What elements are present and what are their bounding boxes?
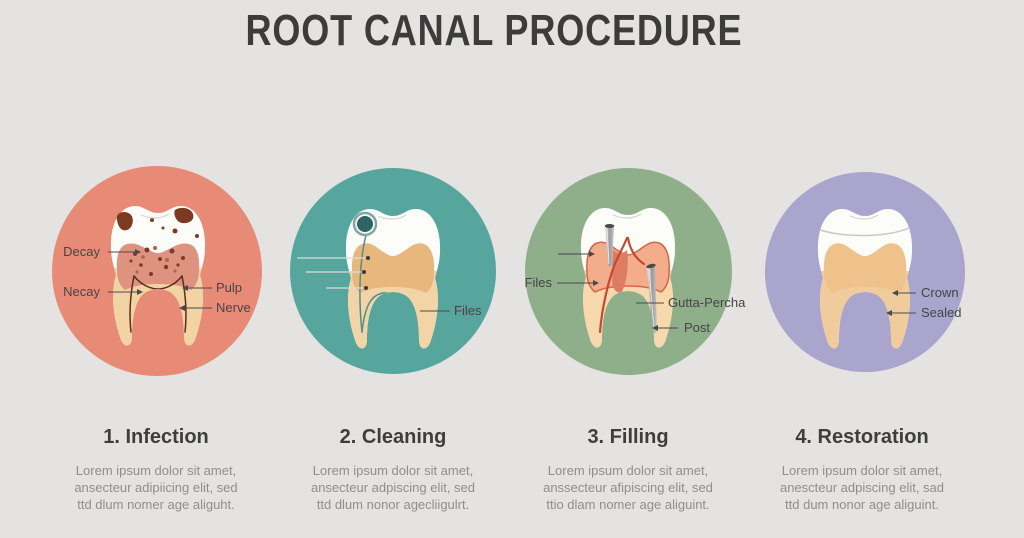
filling-tooth-illustration: [580, 208, 676, 348]
description-line: Lorem ipsum dolor sit amet,: [312, 463, 474, 478]
label-pulp: Pulp: [216, 280, 243, 295]
cleaning-tooth-illustration: [345, 209, 441, 349]
step-heading-restoration: 4. Restoration: [795, 426, 929, 448]
restored-tooth-illustration: [817, 209, 913, 349]
description-line: ttio dlam nomer age aliguint.: [546, 497, 710, 512]
description-line: Lorem ipsum dolor sit amet,: [781, 463, 943, 478]
description-line: ttd dlum nomer age aliguht.: [77, 497, 235, 512]
infected-tooth-illustration: [110, 206, 206, 346]
description-line: ansecteur adpiscing elit, sed: [310, 480, 476, 495]
description-line: anescteur adpiscing elit, sad: [779, 480, 945, 495]
label-gutta-percha: Gutta-Percha: [668, 295, 746, 310]
description-line: Lorem ipsum dolor sit amet,: [75, 463, 237, 478]
description-line: Lorem ipsum dolor sit amet,: [547, 463, 709, 478]
description-line: ttd dum nonor age aliguint.: [785, 497, 939, 512]
description-line: ansecteur adipiicing elit, sed: [74, 480, 238, 495]
label-necay: Necay: [63, 284, 100, 299]
step-description-cleaning: Lorem ipsum dolor sit amet, ansecteur ad…: [283, 462, 503, 513]
step-heading-infection: 1. Infection: [103, 426, 209, 448]
title-wrap: ROOT CANAL PROCEDURE: [0, 6, 988, 56]
label-files: Files: [524, 275, 552, 290]
description-line: anssecteur afipiscing elit, sed: [543, 480, 713, 495]
page-title: ROOT CANAL PROCEDURE: [245, 6, 743, 55]
label-crown: Crown: [921, 285, 959, 300]
label-post: Post: [684, 320, 711, 335]
step-heading-cleaning: 2. Cleaning: [339, 426, 447, 448]
label-nerve: Nerve: [216, 300, 251, 315]
description-line: ttd dlum nonor agecliigulrt.: [316, 497, 470, 512]
step-heading-filling: 3. Filling: [587, 426, 669, 448]
label-sealed: Sealed: [921, 305, 962, 320]
step-description-filling: Lorem ipsum dolor sit amet, anssecteur a…: [518, 462, 738, 513]
step-description-restoration: Lorem ipsum dolor sit amet, anescteur ad…: [752, 462, 972, 513]
step-description-infection: Lorem ipsum dolor sit amet, ansecteur ad…: [46, 462, 266, 513]
label-decay: Decay: [63, 244, 100, 259]
label-files: Files: [454, 303, 482, 318]
